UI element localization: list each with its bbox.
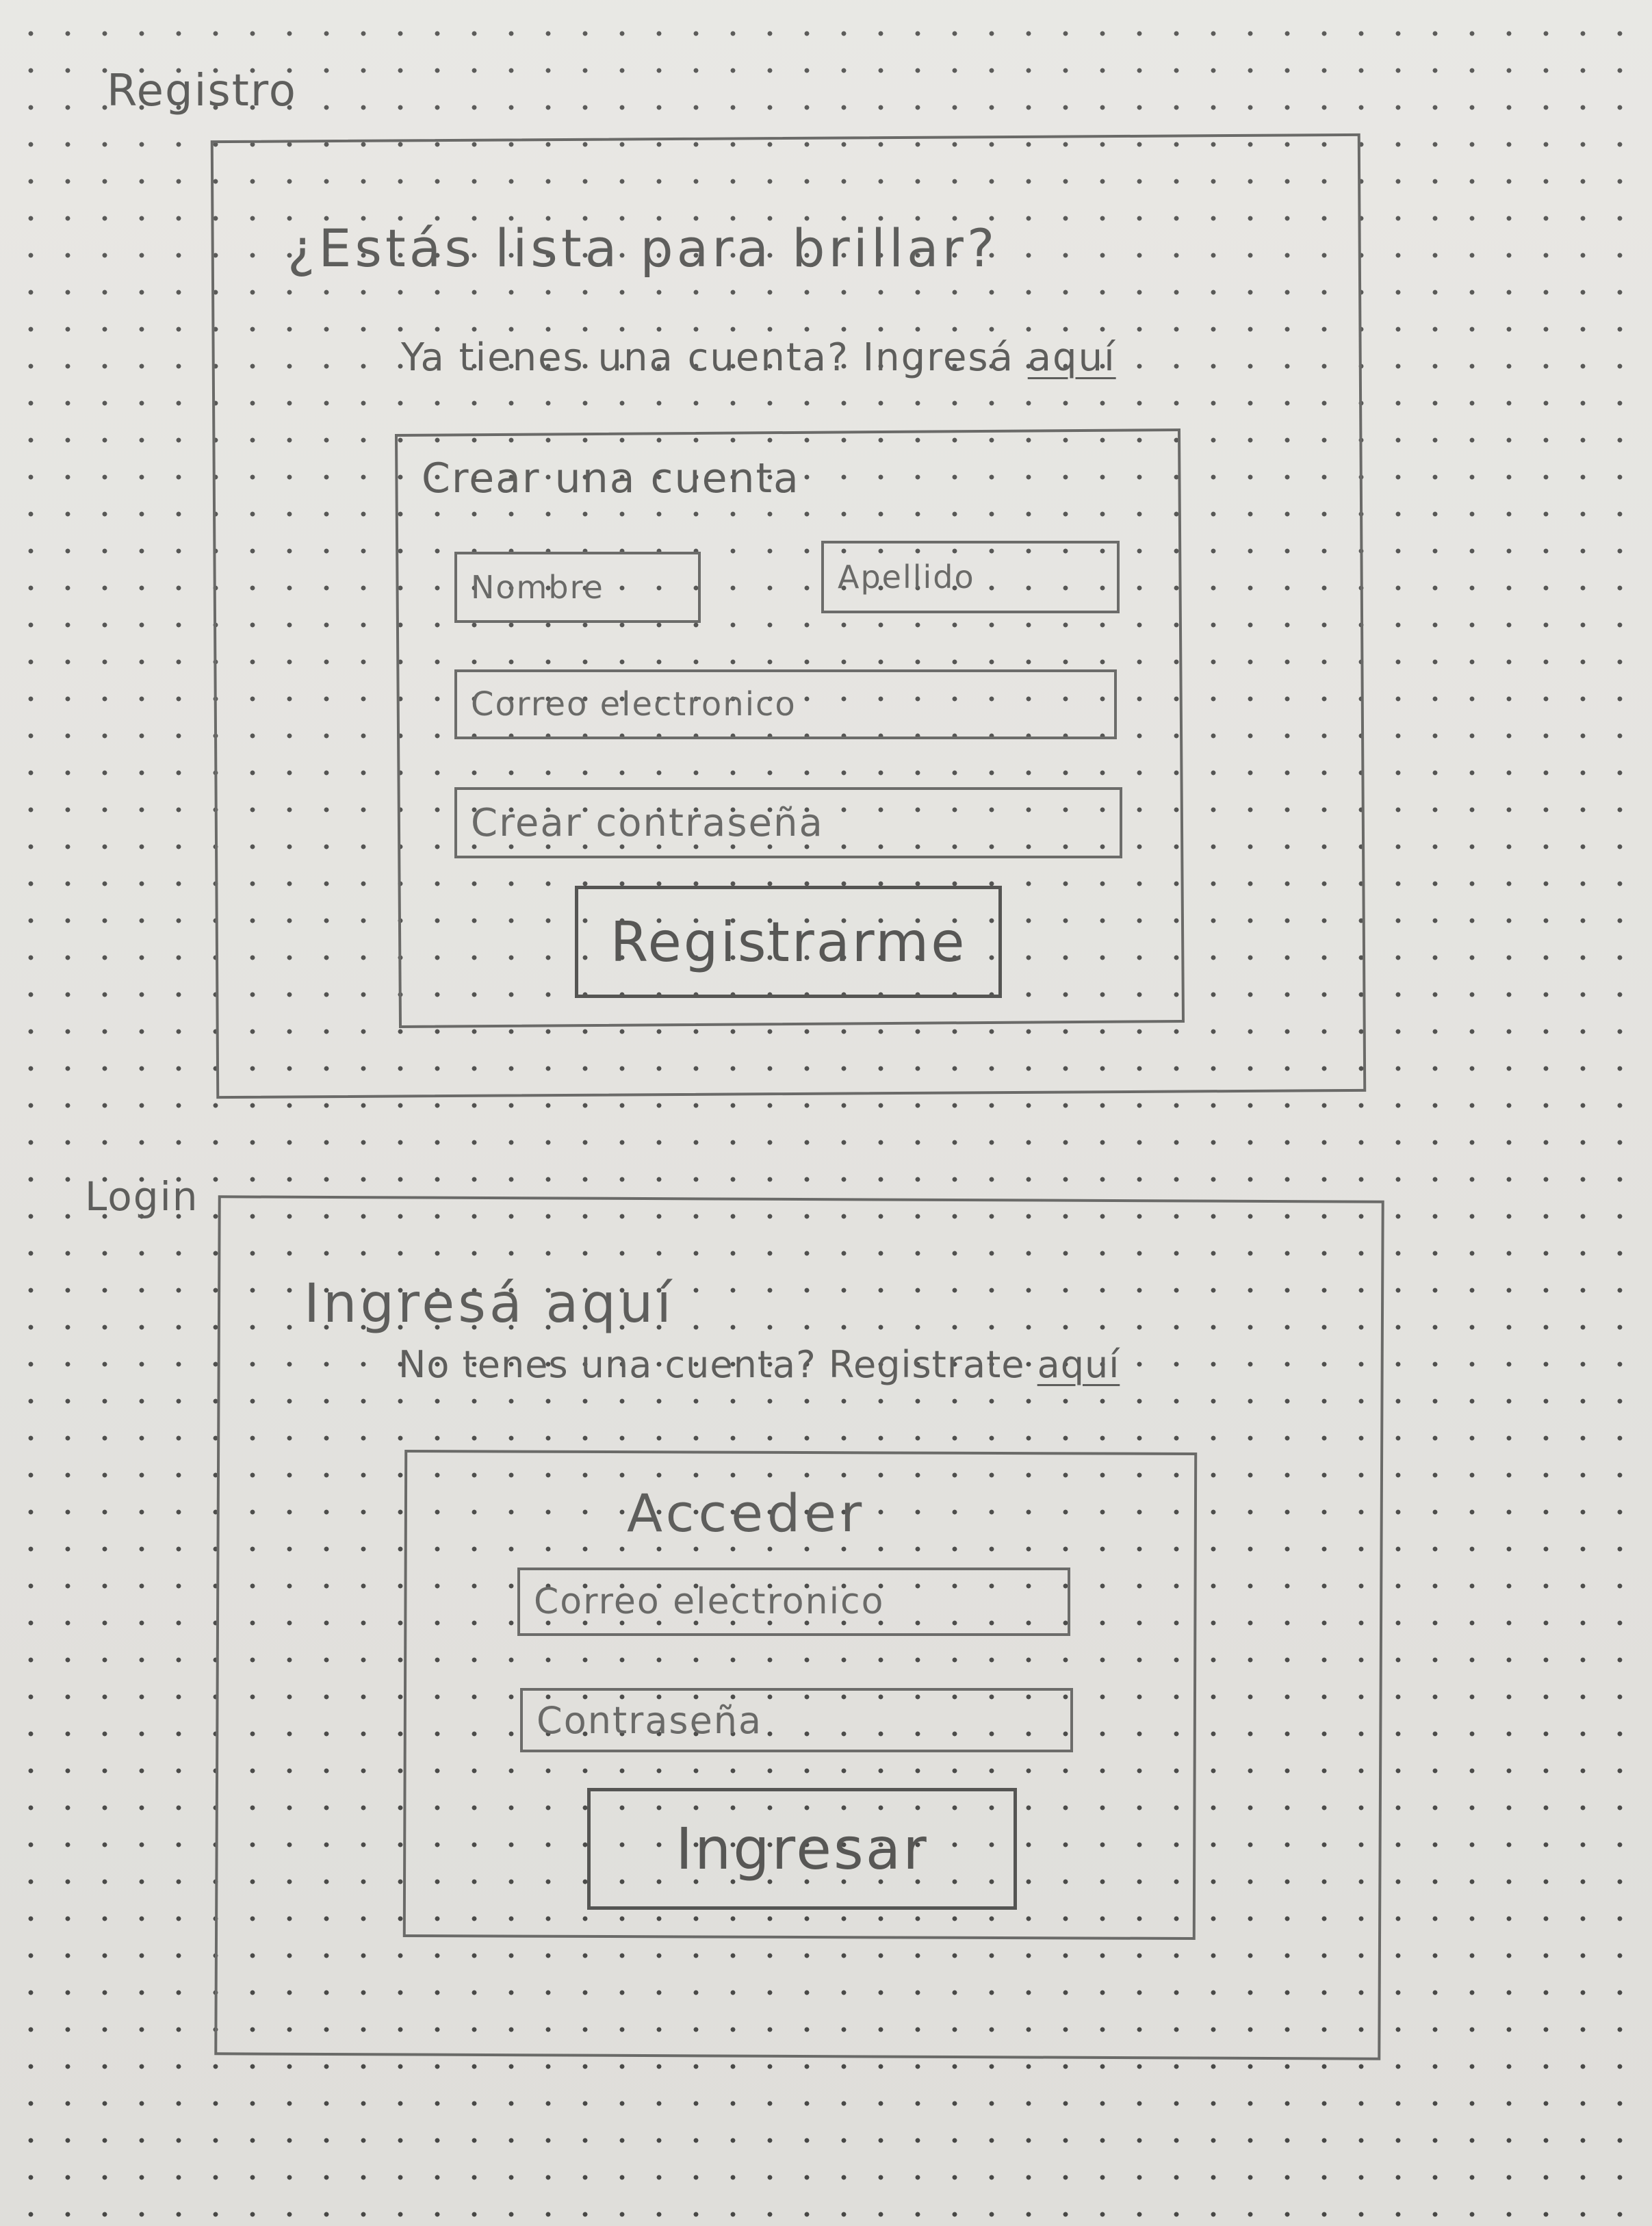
login-account-prompt-text: No tenes una cuenta? Registrate xyxy=(398,1343,1025,1386)
login-email-input[interactable]: Correo electronico xyxy=(517,1568,1070,1636)
registro-heading: ¿Estás lista para brillar? xyxy=(287,218,998,279)
ingresar-button-label: Ingresar xyxy=(675,1815,929,1882)
registro-email-placeholder: Correo electronico xyxy=(471,685,797,724)
login-heading: Ingresá aquí xyxy=(304,1273,675,1335)
login-account-prompt: No tenes una cuenta? Registrate aquí xyxy=(398,1343,1120,1386)
login-email-placeholder: Correo electronico xyxy=(534,1581,885,1622)
login-form-title: Acceder xyxy=(627,1483,866,1544)
registro-login-link[interactable]: aquí xyxy=(1027,335,1116,380)
first-name-input[interactable]: Nombre xyxy=(454,552,701,623)
last-name-input[interactable]: Apellido xyxy=(821,541,1120,613)
login-section-label: Login xyxy=(85,1173,199,1220)
login-password-placeholder: Contraseña xyxy=(537,1698,763,1742)
last-name-placeholder: Apellido xyxy=(838,559,975,596)
registro-email-input[interactable]: Correo electronico xyxy=(454,669,1117,739)
registro-account-prompt-text: Ya tienes una cuenta? Ingresá xyxy=(401,335,1014,380)
registro-section-label: Registro xyxy=(107,66,297,116)
registro-password-input[interactable]: Crear contraseña xyxy=(454,787,1122,858)
login-password-input[interactable]: Contraseña xyxy=(520,1688,1073,1752)
registrarme-button[interactable]: Registrarme xyxy=(575,886,1002,998)
first-name-placeholder: Nombre xyxy=(471,569,604,606)
registro-form-title: Crear una cuenta xyxy=(422,455,800,502)
login-register-link[interactable]: aquí xyxy=(1037,1343,1120,1386)
ingresar-button[interactable]: Ingresar xyxy=(587,1788,1017,1910)
registrarme-button-label: Registrarme xyxy=(610,910,967,974)
registro-account-prompt: Ya tienes una cuenta? Ingresá aquí xyxy=(401,335,1116,380)
registro-password-placeholder: Crear contraseña xyxy=(471,800,824,845)
